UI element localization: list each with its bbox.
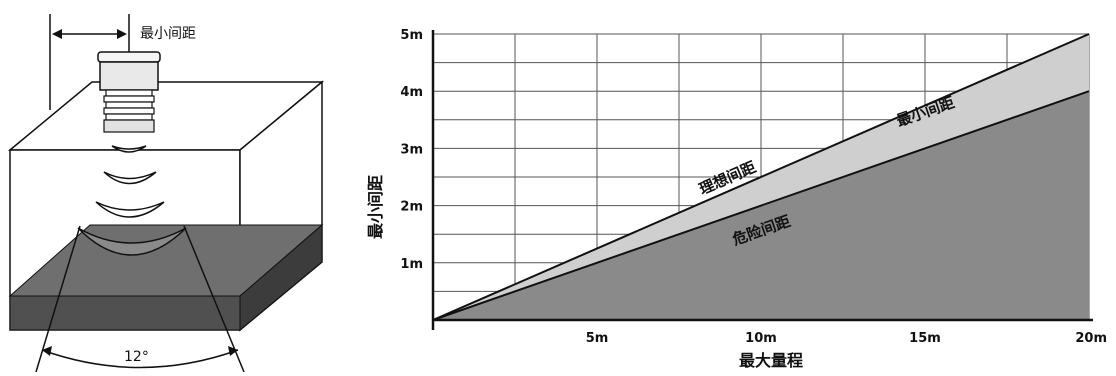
arrowhead-right [117, 29, 127, 39]
chart-axes [431, 30, 1093, 330]
y-tick-label: 1m [400, 257, 423, 272]
tank-illustration: 最小间距 12° [7, 14, 325, 373]
y-tick-label: 2m [400, 200, 423, 215]
beam-line-left [35, 225, 81, 373]
x-tick-label: 5m [586, 331, 609, 346]
beam-line-right [183, 225, 245, 373]
x-tick-label: 10m [745, 331, 777, 346]
arc-arrowhead-right [228, 346, 238, 356]
min-distance-label: 最小间距 [140, 26, 196, 42]
liquid-front [9, 295, 241, 331]
sound-wave-icon [77, 145, 187, 256]
arrowhead-left [52, 29, 62, 39]
beam-angle-label: 12° [124, 349, 149, 365]
y-tick-label: 3m [400, 142, 423, 157]
beam-angle-arc [41, 349, 239, 369]
y-tick-label: 4m [400, 85, 423, 100]
y-tick-label: 5m [400, 28, 423, 43]
ultrasonic-sensor-icon [97, 51, 161, 133]
x-tick-label: 20m [1075, 331, 1107, 346]
liquid-right [239, 223, 323, 332]
x-tick-label: 15m [909, 331, 941, 346]
arc-arrowhead-left [42, 346, 52, 356]
series-line-1 [432, 33, 1090, 321]
series-line-2 [432, 90, 1090, 321]
y-axis-title: 最小间距 [366, 175, 385, 239]
x-axis-title: 最大量程 [739, 351, 803, 370]
chart-areas [432, 33, 1090, 321]
sensor-tank-diagram: 最小间距 12° [0, 0, 345, 373]
